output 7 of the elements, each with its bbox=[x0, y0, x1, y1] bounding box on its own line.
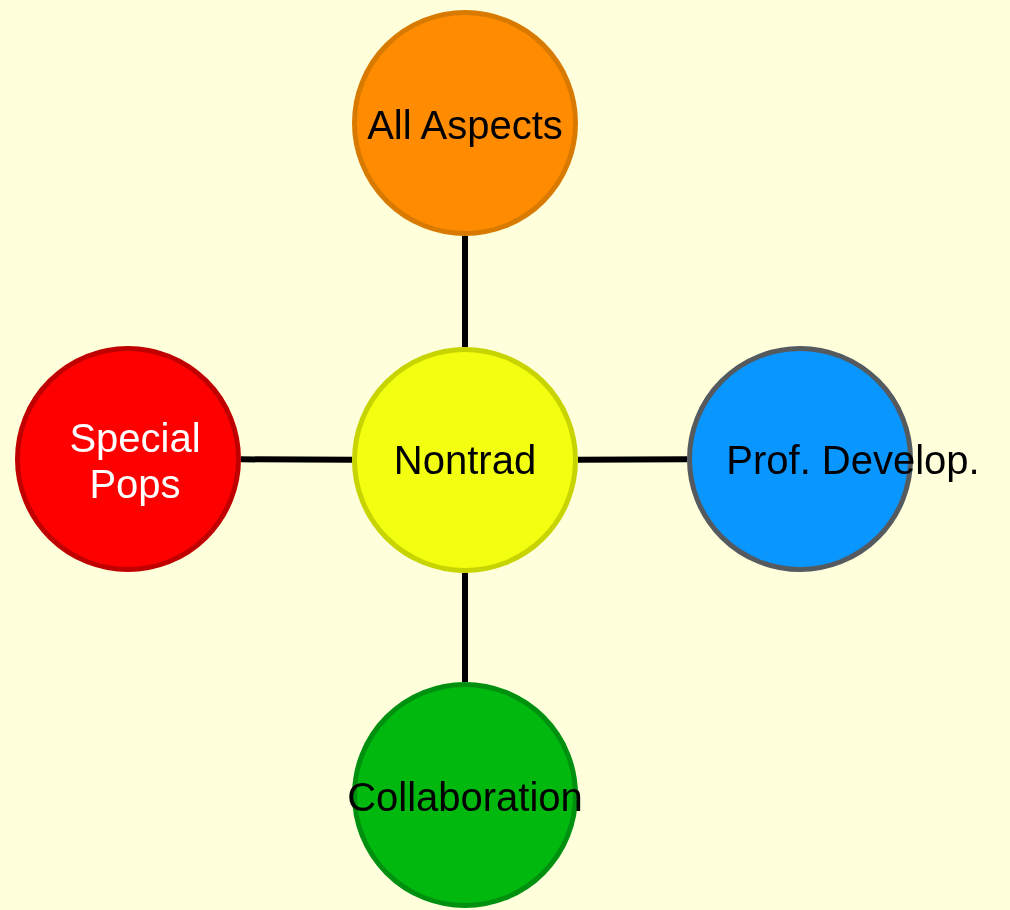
node-label: Nontrad bbox=[393, 437, 537, 483]
connector-line bbox=[241, 456, 352, 463]
connector-line bbox=[462, 573, 468, 682]
connector-line bbox=[462, 236, 468, 347]
connector-line bbox=[578, 456, 687, 463]
node-label: All Aspects bbox=[367, 102, 563, 148]
node-label: Special Pops bbox=[68, 415, 202, 507]
